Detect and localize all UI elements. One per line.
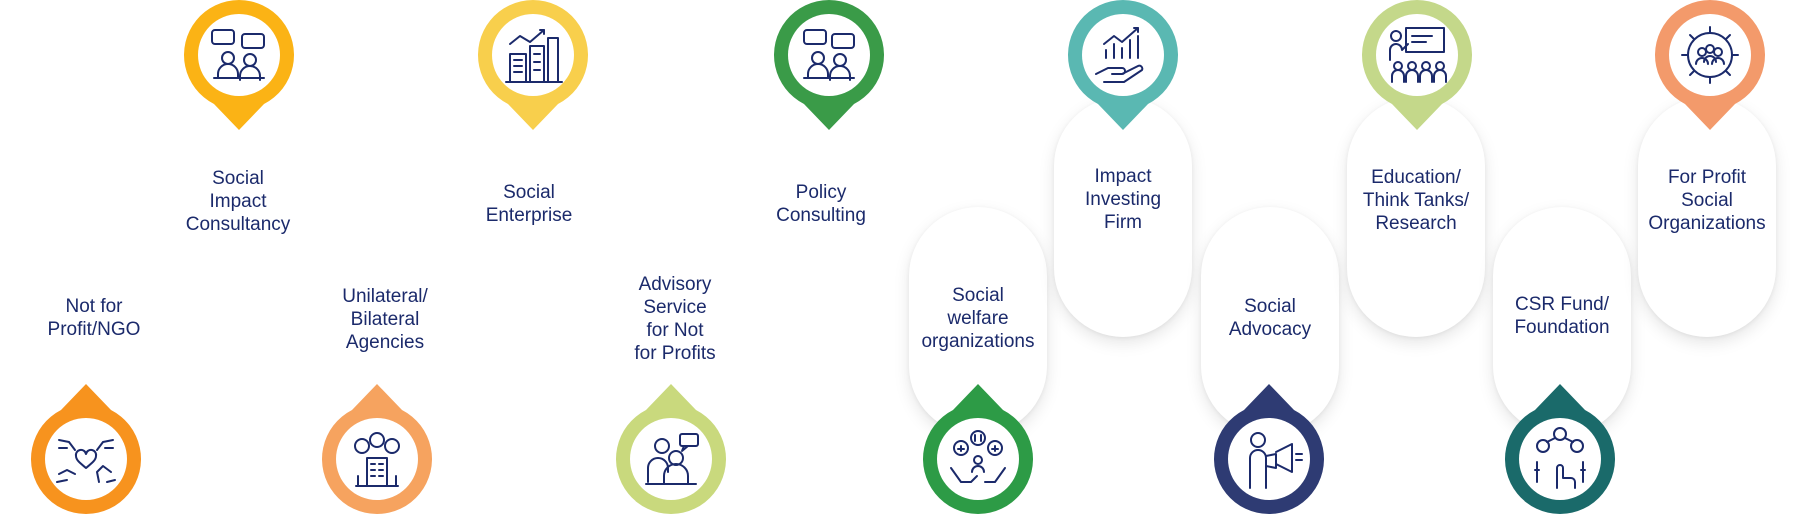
city-growth-icon — [505, 29, 563, 83]
pin-csr-fund — [1505, 384, 1615, 514]
pin-unilateral-bilateral — [322, 384, 432, 514]
label-social-impact-consultancy: Social Impact Consultancy — [185, 168, 291, 235]
hands-heart-icon — [56, 439, 116, 483]
label-unilateral-bilateral: Unilateral/ Bilateral Agencies — [342, 286, 428, 353]
network-hand-icon — [1534, 427, 1586, 489]
consultancy-meeting-icon — [211, 29, 265, 81]
pin-impact-investing — [1068, 0, 1178, 130]
pin-policy-consulting — [774, 0, 884, 130]
presentation-board-icon — [1389, 27, 1447, 83]
pin-social-impact-consultancy — [184, 0, 294, 130]
label-not-for-profit: Not for Profit/NGO — [47, 296, 141, 340]
policy-meeting-icon — [803, 29, 855, 81]
pin-advisory-service — [616, 384, 726, 514]
pin-not-for-profit — [31, 384, 141, 514]
pill-impact-investing — [1054, 97, 1192, 337]
label-social-welfare: Social welfare organizations — [921, 285, 1035, 352]
label-social-enterprise: Social Enterprise — [485, 182, 573, 226]
megaphone-person-icon — [1249, 432, 1303, 489]
label-csr-fund: CSR Fund/ Foundation — [1514, 294, 1610, 338]
label-advisory-service: Advisory Service for Not for Profits — [634, 274, 716, 364]
label-social-advocacy: Social Advocacy — [1228, 296, 1312, 340]
pin-for-profit-social — [1655, 0, 1765, 130]
advisory-chat-icon — [645, 433, 699, 485]
pin-social-enterprise — [478, 0, 588, 130]
label-education-research: Education/ Think Tanks/ Research — [1362, 167, 1470, 234]
pill-for-profit-social — [1638, 97, 1776, 337]
pill-education-research — [1347, 97, 1485, 337]
pin-education-research — [1362, 0, 1472, 130]
label-impact-investing: Impact Investing Firm — [1084, 166, 1162, 233]
welfare-hands-icon — [950, 430, 1006, 483]
pin-social-welfare — [923, 384, 1033, 514]
label-policy-consulting: Policy Consulting — [776, 182, 866, 226]
gear-team-icon — [1681, 26, 1739, 84]
label-for-profit-social: For Profit Social Organizations — [1648, 167, 1766, 234]
agency-building-icon — [354, 432, 400, 487]
investment-hand-icon — [1095, 27, 1144, 83]
pin-social-advocacy — [1214, 384, 1324, 514]
